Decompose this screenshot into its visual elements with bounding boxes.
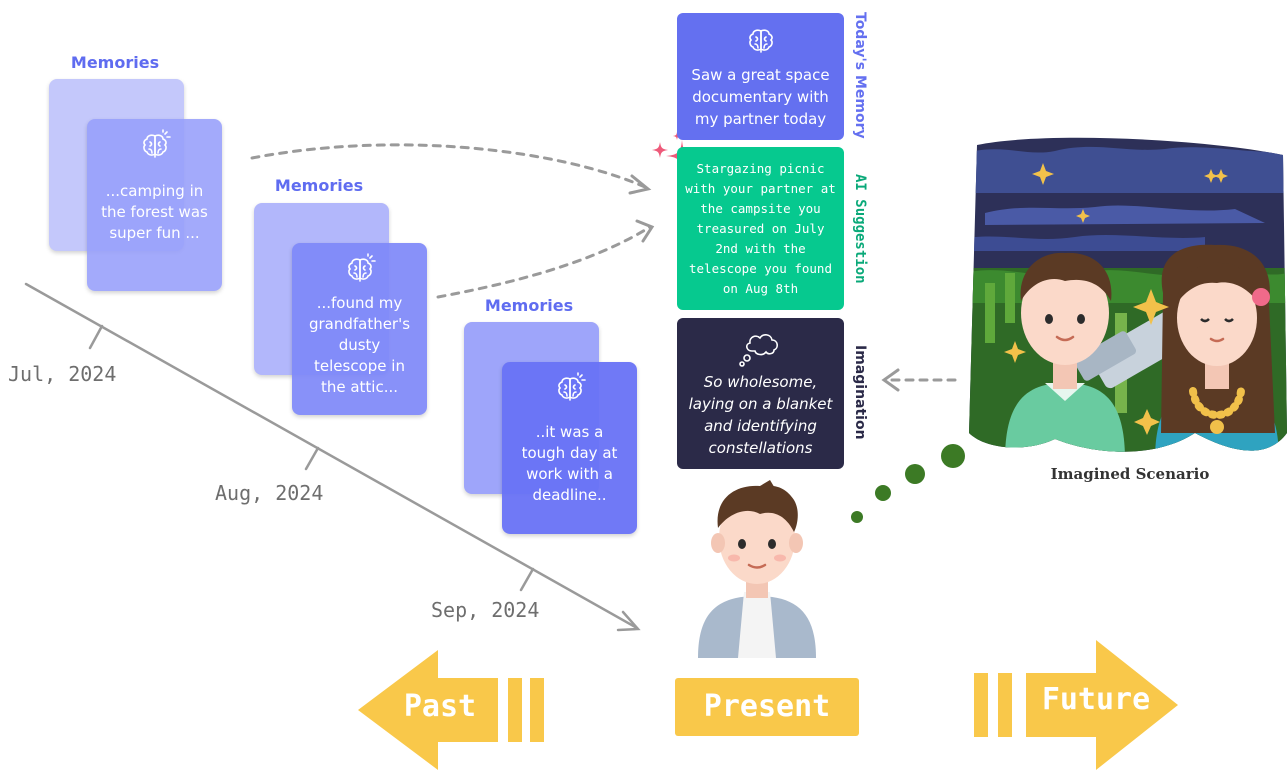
date-label-aug: Aug, 2024 xyxy=(215,481,324,505)
thought-bubbles xyxy=(851,444,965,523)
memory-card-1: ...camping in the forest was super fun .… xyxy=(87,119,222,291)
imagination-text: So wholesome, laying on a blanket and id… xyxy=(688,372,833,457)
imagination-panel: So wholesome, laying on a blanket and id… xyxy=(677,318,844,469)
memory-text-2: ...found my grandfather's dusty telescop… xyxy=(308,294,411,396)
present-box xyxy=(675,678,859,736)
future-label: Future xyxy=(1041,682,1151,717)
memory-card-3: ..it was a tough day at work with a dead… xyxy=(502,362,637,534)
memories-title-1: Memories xyxy=(70,53,160,72)
memory-text-3: ..it was a tough day at work with a dead… xyxy=(521,423,618,504)
ai-suggestion-panel: Stargazing picnic with your partner at t… xyxy=(677,147,844,310)
date-label-jul: Jul, 2024 xyxy=(8,362,117,386)
memory-card-2: ...found my grandfather's dusty telescop… xyxy=(292,243,427,415)
thought-cloud-icon xyxy=(738,333,778,367)
todays-memory-panel: Saw a great space documentary with my pa… xyxy=(677,13,844,140)
memories-title-3: Memories xyxy=(484,296,574,315)
date-label-sep: Sep, 2024 xyxy=(431,598,540,622)
brain-icon xyxy=(557,372,586,401)
memories-title-2: Memories xyxy=(274,176,364,195)
todays-memory-text: Saw a great space documentary with my pa… xyxy=(691,65,830,128)
present-label: Present xyxy=(703,689,831,724)
timeline-axis xyxy=(24,282,641,632)
couple-illustration xyxy=(969,137,1287,452)
person-illustration xyxy=(698,480,816,658)
future-arrow xyxy=(974,640,1178,770)
ai-suggestion-label: AI Suggestion xyxy=(852,174,868,284)
todays-memory-label: Today's Memory xyxy=(852,12,868,139)
memory-text-1: ...camping in the forest was super fun .… xyxy=(101,182,208,242)
brain-icon xyxy=(748,28,773,53)
past-label: Past xyxy=(403,689,477,724)
brain-icon xyxy=(347,253,376,282)
imagination-label: Imagination xyxy=(852,345,868,440)
ai-suggestion-text: Stargazing picnic with your partner at t… xyxy=(685,160,836,296)
dashed-connector-arrows xyxy=(250,143,957,382)
imagined-scenario-caption: Imagined Scenario xyxy=(1050,465,1210,483)
brain-icon xyxy=(142,129,171,158)
past-arrow xyxy=(358,650,544,770)
